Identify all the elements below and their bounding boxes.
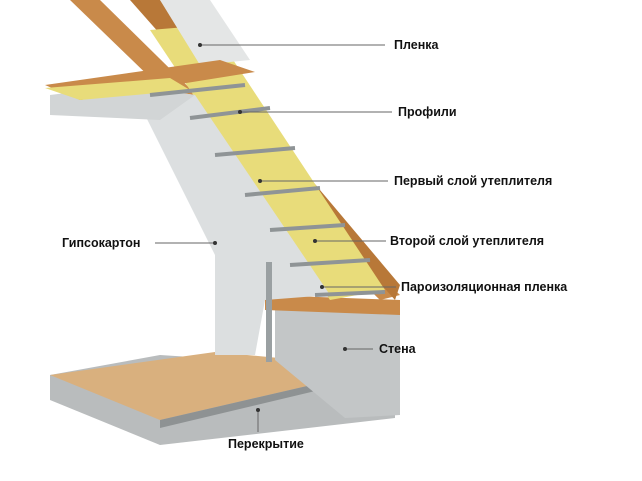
label-second-layer: Второй слой утеплителя bbox=[390, 234, 545, 248]
wall-plate bbox=[265, 295, 400, 315]
label-drywall: Гипсокартон bbox=[62, 236, 141, 250]
vertical-post bbox=[266, 262, 272, 362]
roof-film bbox=[160, 0, 250, 65]
label-vapor-barrier: Пароизоляционная пленка bbox=[401, 280, 568, 294]
label-profiles: Профили bbox=[398, 105, 457, 119]
drywall-slope bbox=[130, 85, 330, 355]
insulation bbox=[150, 25, 385, 300]
ceiling-insulation bbox=[45, 78, 190, 100]
label-wall: Стена bbox=[379, 342, 416, 356]
label-film: Пленка bbox=[394, 38, 439, 52]
metal-profiles bbox=[149, 83, 386, 297]
label-first-layer: Первый слой утеплителя bbox=[394, 174, 553, 188]
wall bbox=[275, 300, 400, 418]
leader-dots bbox=[198, 43, 347, 412]
label-floor-slab: Перекрытие bbox=[228, 437, 304, 451]
leader-lines bbox=[155, 44, 396, 432]
